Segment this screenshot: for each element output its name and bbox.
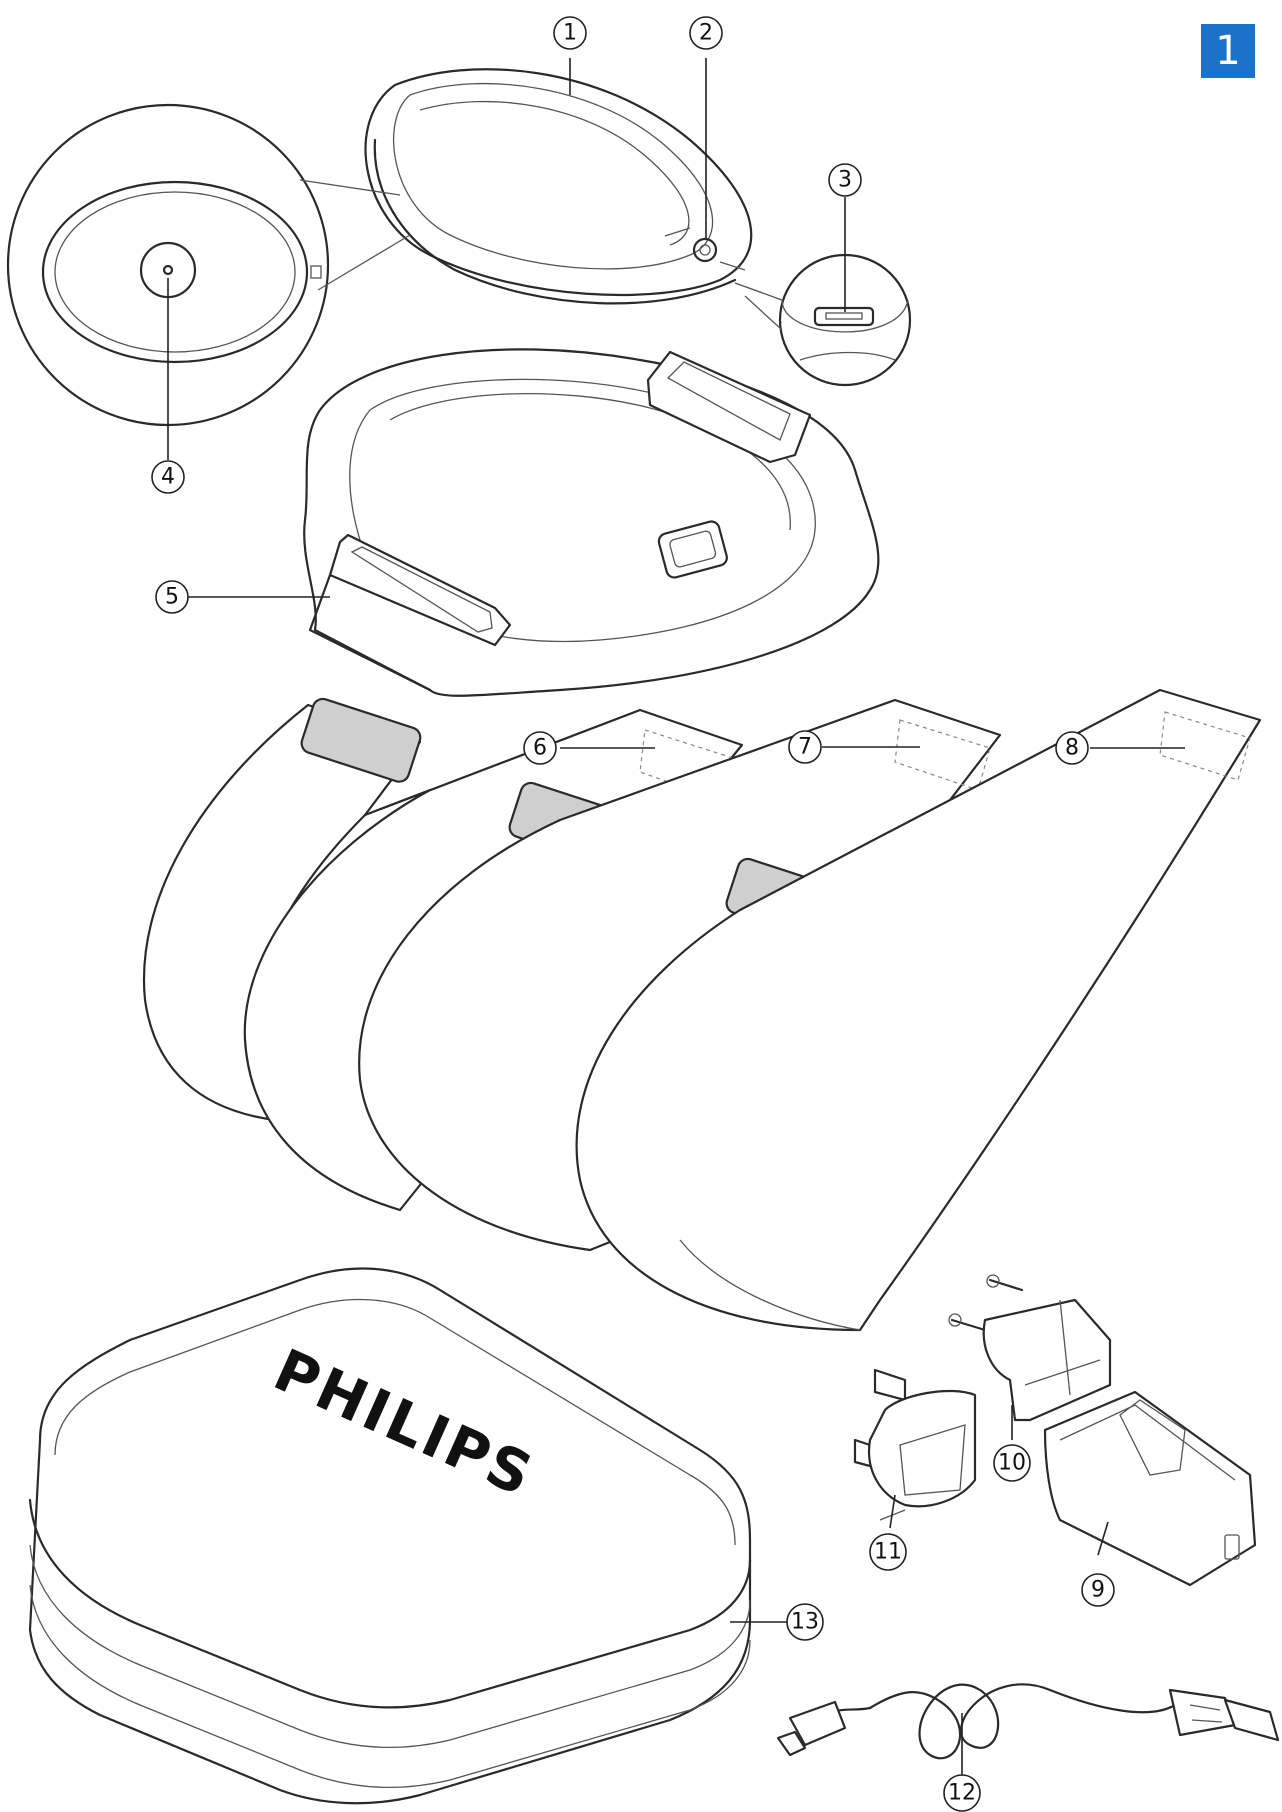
uk-plug-adapter <box>853 1368 977 1521</box>
svg-text:12: 12 <box>948 1781 976 1806</box>
svg-text:2: 2 <box>699 21 713 46</box>
eu-plug-adapter <box>948 1274 1112 1422</box>
leader-lines <box>167 58 1185 1790</box>
strap-large <box>575 688 1262 1332</box>
callout-7: 7 <box>788 730 822 764</box>
usb-cable <box>776 1683 1280 1760</box>
svg-text:11: 11 <box>874 1540 902 1565</box>
svg-text:3: 3 <box>838 168 852 193</box>
carrying-case: PHILIPS <box>28 1267 752 1805</box>
callout-4: 4 <box>151 460 185 494</box>
svg-text:7: 7 <box>798 735 812 760</box>
sensor-device <box>364 68 753 305</box>
armband <box>303 348 880 697</box>
callout-1: 1 <box>553 16 587 50</box>
callout-2: 2 <box>689 16 723 50</box>
callout-9: 9 <box>1081 1573 1115 1607</box>
callout-12: 12 <box>943 1774 981 1812</box>
power-adapter <box>1043 1390 1257 1587</box>
callout-13: 13 <box>786 1603 824 1641</box>
svg-text:8: 8 <box>1065 736 1079 761</box>
power-button-icon <box>692 237 718 263</box>
svg-text:10: 10 <box>998 1451 1026 1476</box>
callout-8: 8 <box>1055 731 1089 765</box>
callout-6: 6 <box>523 731 557 765</box>
callout-11: 11 <box>869 1533 907 1571</box>
svg-text:9: 9 <box>1091 1578 1105 1603</box>
callout-3: 3 <box>828 163 862 197</box>
svg-text:6: 6 <box>533 736 547 761</box>
figure-number-badge: 1 <box>1201 24 1255 78</box>
usb-port-magnified <box>734 253 912 387</box>
svg-text:1: 1 <box>563 21 577 46</box>
svg-text:4: 4 <box>161 465 175 490</box>
svg-text:5: 5 <box>165 585 179 610</box>
callout-10: 10 <box>993 1444 1031 1482</box>
sensor-back-magnified <box>6 103 411 427</box>
svg-text:13: 13 <box>791 1610 819 1635</box>
callout-5: 5 <box>155 580 189 614</box>
